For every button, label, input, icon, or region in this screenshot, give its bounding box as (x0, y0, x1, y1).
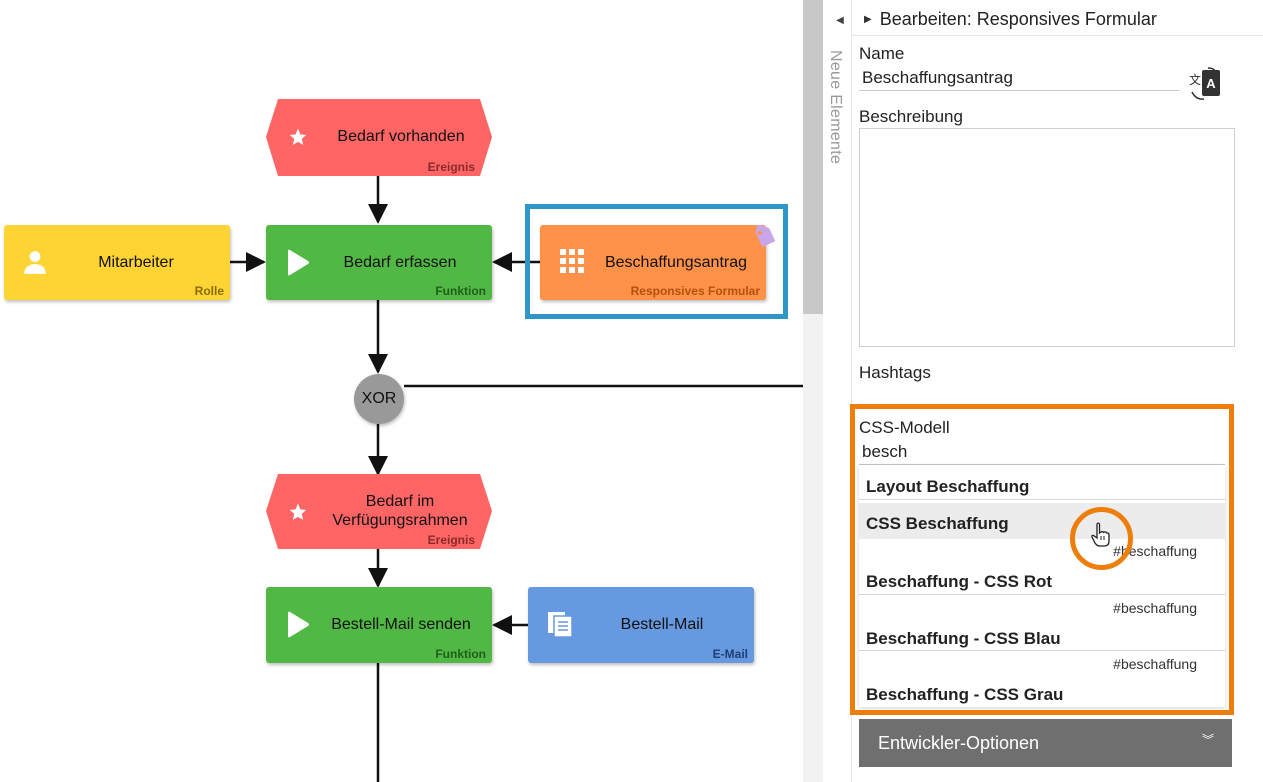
diagram-canvas[interactable]: Bedarf vorhanden Ereignis Mitarbeiter Ro… (0, 0, 803, 782)
description-textarea[interactable] (859, 128, 1235, 347)
caret-right-icon: ▶ (864, 13, 872, 25)
star-icon (289, 128, 307, 145)
properties-panel: ▶ Bearbeiten: Responsives Formular Name … (852, 0, 1263, 782)
node-title: Beschaffungsantrag (604, 254, 748, 271)
dropdown-option[interactable]: Layout Beschaffung (859, 465, 1225, 500)
event-bedarf-vorhanden[interactable]: Bedarf vorhanden Ereignis (266, 99, 492, 176)
description-label: Beschreibung (859, 107, 963, 126)
dropdown-option[interactable]: #beschaffung Beschaffung - CSS Grau (859, 652, 1225, 707)
play-icon (288, 249, 309, 276)
node-title: Bestell-Mail (620, 616, 704, 633)
event-shape (266, 99, 492, 176)
developer-options-label: Entwickler-Optionen (878, 732, 1040, 753)
option-name: Beschaffung - CSS Rot (866, 572, 1053, 591)
translate-icon[interactable]: A 文 (1186, 66, 1224, 104)
node-type: E-Mail (712, 647, 748, 661)
svg-text:文: 文 (1189, 72, 1201, 87)
canvas-scrollbar-thumb[interactable] (803, 0, 823, 314)
option-name: Layout Beschaffung (866, 477, 1030, 496)
option-name: Beschaffung - CSS Blau (866, 629, 1061, 648)
divider (852, 35, 1263, 36)
node-title: Mitarbeiter (98, 254, 174, 271)
form-beschaffungsantrag[interactable]: Beschaffungsantrag Responsives Formular (540, 225, 776, 300)
css-model-label: CSS-Modell (859, 418, 950, 437)
developer-options-button[interactable]: Entwickler-Optionen ︾ (859, 719, 1232, 767)
function-bestell-mail-senden[interactable]: Bestell-Mail senden Funktion (266, 587, 492, 663)
grid-icon (560, 249, 584, 273)
mail-bestell-mail[interactable]: Bestell-Mail E-Mail (528, 587, 754, 663)
selection-highlight (525, 204, 788, 319)
function-bedarf-erfassen[interactable]: Bedarf erfassen Funktion (266, 225, 492, 300)
node-type: Responsives Formular (630, 284, 760, 298)
node-type: Funktion (435, 647, 486, 661)
chevron-left-icon[interactable]: ◀ (836, 14, 844, 26)
css-model-dropdown: Layout Beschaffung CSS Beschaffung #besc… (859, 465, 1225, 707)
double-chevron-down-icon: ︾ (1201, 733, 1214, 747)
node-type: Ereignis (427, 533, 475, 547)
option-name: CSS Beschaffung (866, 514, 1009, 533)
star-icon (289, 503, 307, 520)
option-hashtag: #beschaffung (1113, 656, 1197, 672)
node-title: Bedarf erfassen (343, 254, 457, 271)
event-bedarf-im-verfuegungsrahmen[interactable]: Bedarf im Verfügungsrahmen Ereignis (266, 474, 492, 549)
person-icon (24, 251, 46, 274)
tag-icon (755, 225, 776, 248)
node-title: Bedarf vorhanden (337, 128, 465, 145)
option-hashtag: #beschaffung (1113, 600, 1197, 616)
panel-header[interactable]: ▶ Bearbeiten: Responsives Formular (864, 8, 1157, 30)
node-type: Rolle (194, 284, 224, 298)
play-icon (288, 611, 309, 638)
name-label: Name (859, 44, 905, 63)
node-title: Bedarf im Verfügungsrahmen (332, 493, 468, 529)
dropdown-option[interactable]: #beschaffung Beschaffung - CSS Rot (859, 539, 1225, 595)
dropdown-option[interactable]: #beschaffung Beschaffung - CSS Blau (859, 596, 1225, 651)
document-icon (548, 612, 573, 638)
hashtags-label: Hashtags (859, 363, 931, 382)
palette-label[interactable]: Neue Elemente (827, 50, 844, 165)
node-title: Bestell-Mail senden (331, 616, 471, 633)
option-name: Beschaffung - CSS Grau (866, 685, 1064, 704)
panel-title: Bearbeiten: Responsives Formular (879, 8, 1157, 29)
event-shape (266, 474, 492, 549)
node-type: Funktion (435, 284, 486, 298)
xor-gateway[interactable]: XOR (354, 374, 404, 424)
dropdown-option[interactable]: CSS Beschaffung (859, 503, 1225, 539)
node-type: Ereignis (427, 160, 475, 174)
name-input[interactable] (859, 66, 1179, 91)
svg-text:A: A (1206, 76, 1216, 91)
gateway-label: XOR (361, 390, 397, 407)
connector-layer (230, 176, 803, 782)
option-hashtag: #beschaffung (1113, 543, 1197, 559)
css-model-input[interactable] (859, 440, 1225, 465)
role-mitarbeiter[interactable]: Mitarbeiter Rolle (4, 225, 230, 300)
